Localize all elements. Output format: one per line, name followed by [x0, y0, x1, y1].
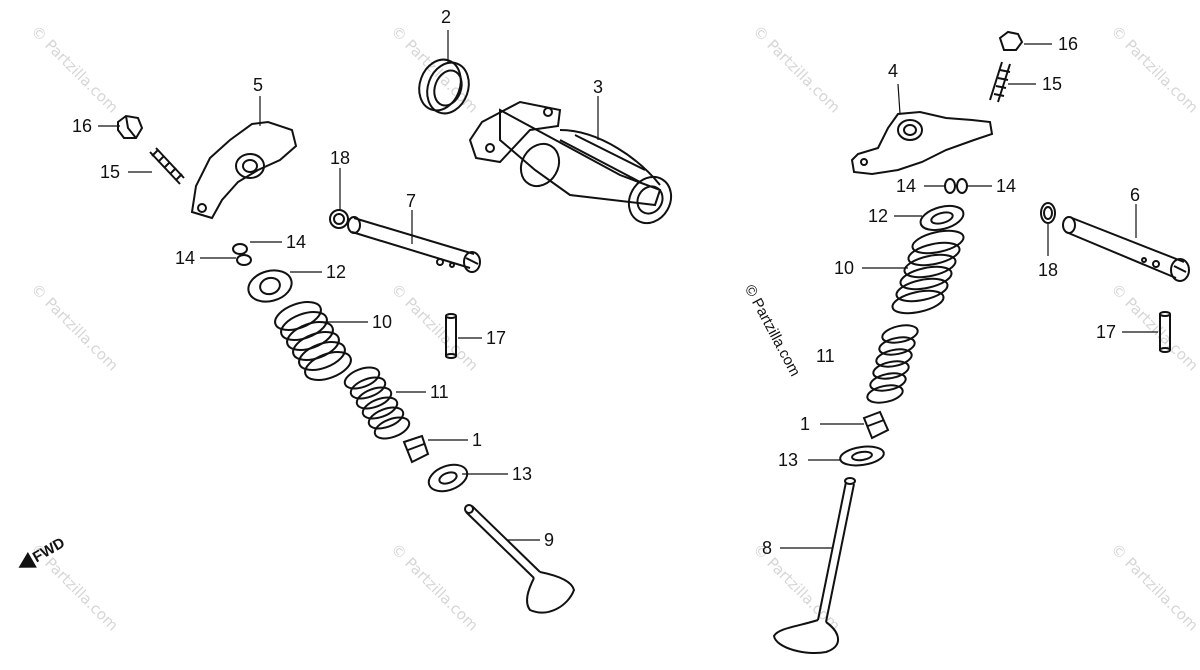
callout-11: 11 [430, 382, 449, 402]
leader-lines-right [780, 43, 1158, 549]
callout-13: 13 [512, 464, 533, 484]
callout-11: 11 [816, 346, 835, 366]
callout-7: 7 [406, 191, 417, 211]
dowel-pin-icon [445, 313, 457, 359]
callout-12: 12 [868, 206, 889, 226]
camshaft-icon [468, 100, 673, 225]
intake-valve-icon [464, 504, 576, 614]
callout-1: 1 [472, 430, 483, 450]
o-ring-icon [1040, 202, 1056, 224]
dowel-pin-icon [1159, 311, 1171, 353]
callout-15: 15 [100, 162, 121, 182]
callout-18: 18 [330, 148, 351, 168]
rocker-arm-icon [190, 120, 298, 220]
spring-seat-icon [839, 445, 885, 467]
adjusting-screw-icon [149, 147, 185, 185]
callout-2: 2 [441, 7, 452, 27]
valve-spring-inner-icon [343, 366, 411, 440]
callout-4: 4 [888, 61, 899, 81]
callout-8: 8 [762, 538, 773, 558]
callout-14: 14 [286, 232, 307, 252]
callout-15: 15 [1042, 74, 1063, 94]
exhaust-valve-icon [772, 477, 856, 654]
leader-lines-left [98, 30, 599, 541]
valve-cotter-icon [232, 243, 252, 266]
callout-16: 16 [1058, 34, 1079, 54]
spring-seat-icon [427, 463, 469, 493]
spring-retainer-icon [919, 204, 965, 232]
rocker-arm-icon [850, 110, 994, 176]
valve-spring-inner-icon [866, 324, 919, 404]
callout-12: 12 [326, 262, 347, 282]
lock-nut-icon [998, 30, 1024, 51]
callout-16: 16 [72, 116, 93, 136]
callout-3: 3 [593, 77, 604, 97]
o-ring-icon [329, 209, 349, 229]
callout-17: 17 [1096, 322, 1117, 342]
callout-10: 10 [834, 258, 855, 278]
valve-spring-outer-icon [274, 301, 352, 381]
valve-cotter-icon [944, 178, 968, 194]
callout-14: 14 [996, 176, 1017, 196]
spring-retainer-icon [247, 269, 293, 303]
callout-14: 14 [175, 248, 196, 268]
rocker-arm-shaft-icon [1062, 216, 1190, 282]
callout-10: 10 [372, 312, 393, 332]
callout-1: 1 [800, 414, 811, 434]
valve-guide-seal-icon [402, 434, 430, 464]
valve-spring-outer-icon [891, 229, 965, 315]
lock-nut-icon [117, 114, 144, 139]
callout-14: 14 [896, 176, 917, 196]
callout-18: 18 [1038, 260, 1059, 280]
adjusting-screw-icon [989, 61, 1011, 103]
valve-guide-seal-icon [862, 410, 890, 440]
callout-17: 17 [486, 328, 507, 348]
callout-5: 5 [253, 75, 264, 95]
callout-6: 6 [1130, 185, 1141, 205]
callout-13: 13 [778, 450, 799, 470]
callout-9: 9 [544, 530, 555, 550]
camshaft-seal-icon [418, 58, 470, 115]
rocker-arm-shaft-icon [347, 216, 481, 273]
